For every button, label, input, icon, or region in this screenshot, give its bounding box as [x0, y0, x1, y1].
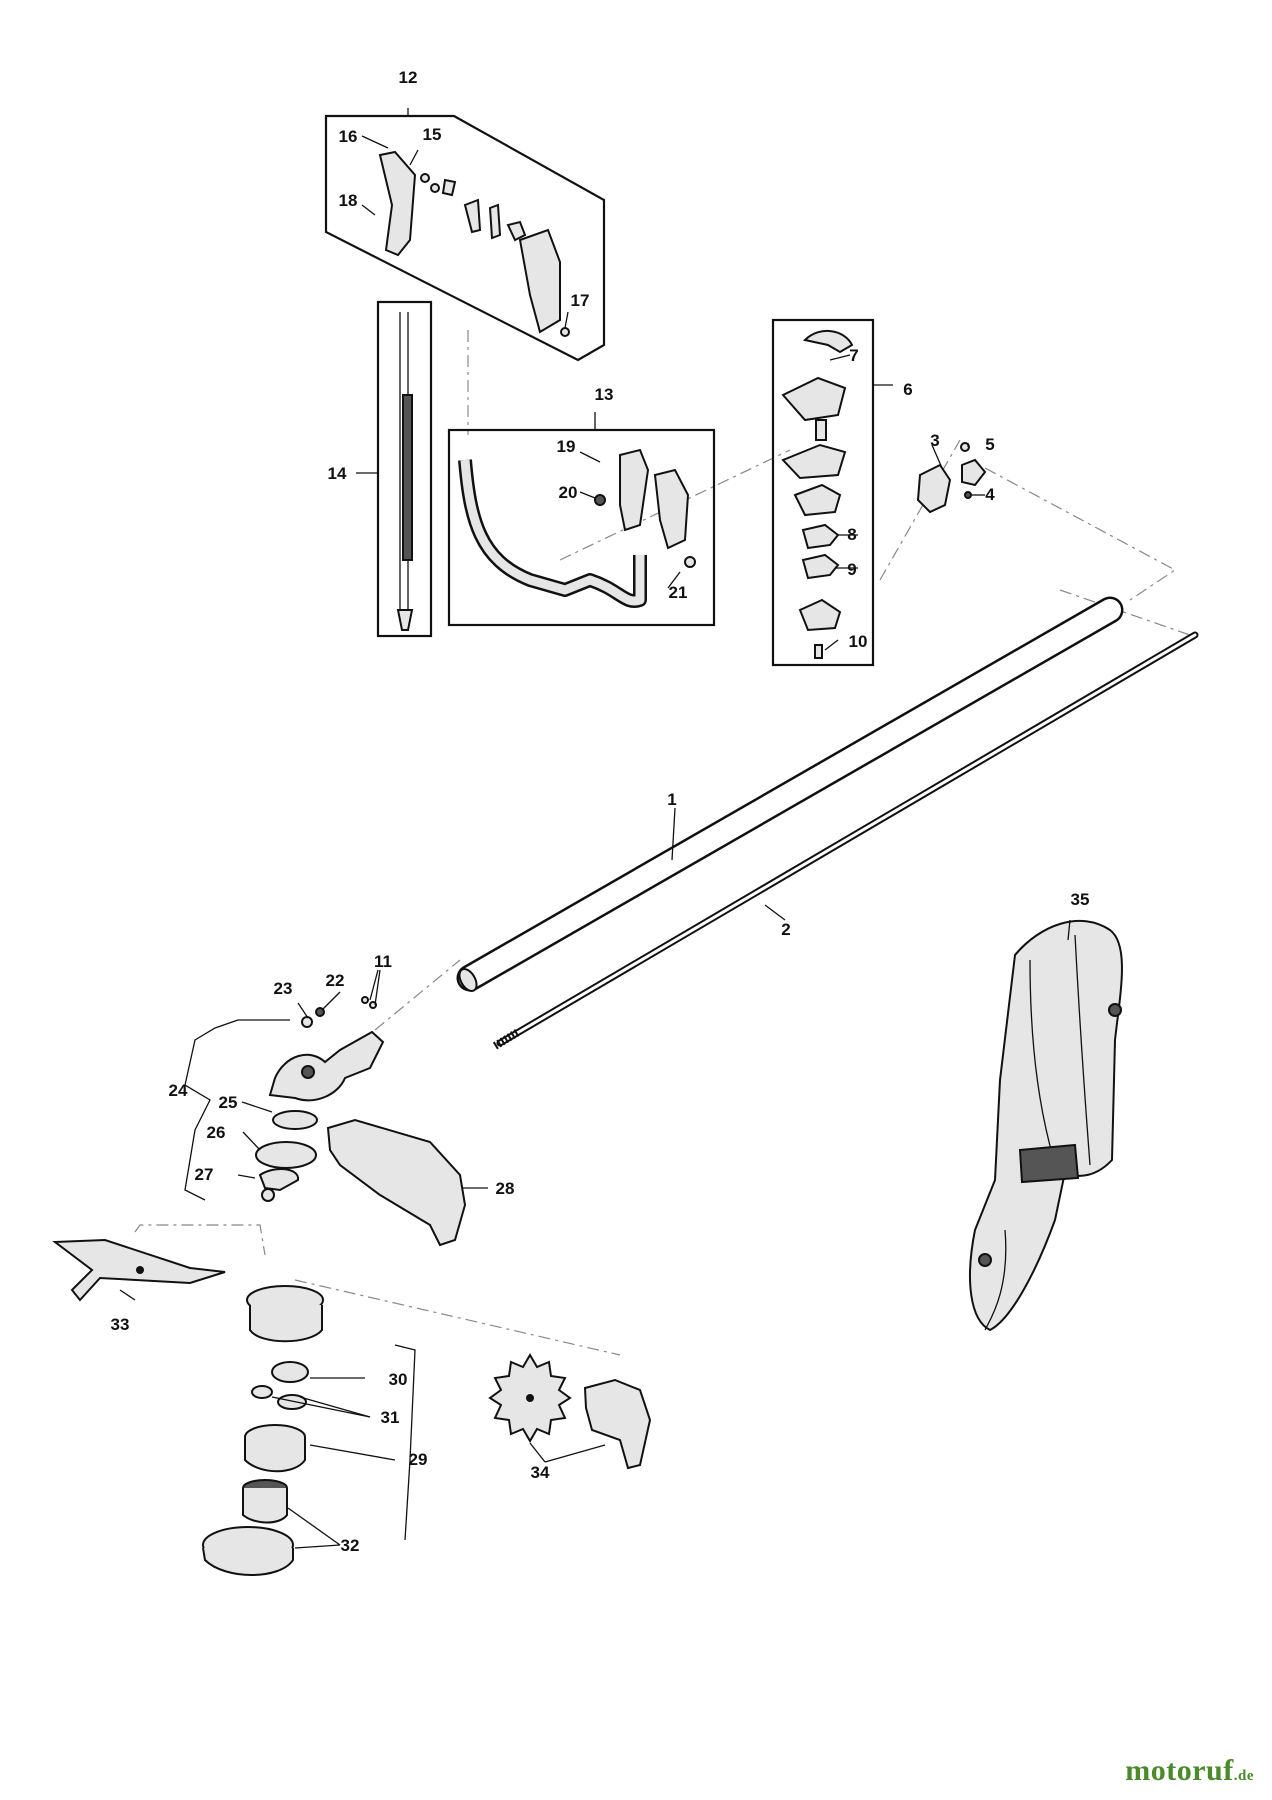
callout-10: 10	[849, 632, 868, 651]
callout-1: 1	[667, 790, 676, 809]
callout-9: 9	[847, 560, 856, 579]
callout-33: 33	[111, 1315, 130, 1334]
callout-27: 27	[195, 1165, 214, 1184]
callout-13: 13	[595, 385, 614, 404]
callout-21: 21	[669, 583, 688, 602]
callout-35: 35	[1071, 890, 1090, 909]
callout-24: 24	[169, 1081, 188, 1100]
callout-14: 14	[328, 464, 347, 483]
kit-14-throttle-cable	[376, 300, 433, 638]
shaft-parts	[456, 596, 1199, 1050]
brand-name: motoruf	[1125, 1754, 1234, 1787]
callout-leader-lines	[119, 108, 1071, 1549]
callout-28: 28	[496, 1179, 515, 1198]
kit-6-handle-clamp	[771, 318, 875, 667]
callout-22: 22	[326, 971, 345, 990]
callout-labels: 12 16 15 18 17 14 13 19 20 21 6 7 8 9 10…	[111, 68, 1090, 1555]
callout-29: 29	[409, 1450, 428, 1469]
kit-12-handle	[324, 114, 606, 362]
callout-18: 18	[339, 191, 358, 210]
callout-4: 4	[985, 485, 995, 504]
callout-26: 26	[207, 1123, 226, 1142]
callout-6: 6	[903, 380, 912, 399]
saw-blade-34	[488, 1353, 652, 1470]
callout-12: 12	[399, 68, 418, 87]
callout-15: 15	[423, 125, 442, 144]
callout-20: 20	[559, 483, 578, 502]
callout-31: 31	[381, 1408, 400, 1427]
clamp-3	[916, 442, 987, 514]
callout-32: 32	[341, 1536, 360, 1555]
callout-30: 30	[389, 1370, 408, 1389]
callout-11: 11	[374, 952, 392, 971]
callout-23: 23	[274, 979, 293, 998]
callout-5: 5	[985, 435, 994, 454]
harness-35	[969, 920, 1123, 1332]
callout-3: 3	[930, 431, 939, 450]
callout-19: 19	[557, 437, 576, 456]
trimmer-head-29	[202, 1285, 324, 1576]
brand-watermark: motoruf.de	[1125, 1754, 1254, 1788]
gear-head-assembly	[255, 996, 467, 1247]
callout-16: 16	[339, 127, 358, 146]
callout-17: 17	[571, 291, 590, 310]
callout-25: 25	[219, 1093, 238, 1112]
brand-tld: .de	[1233, 1768, 1254, 1784]
callout-7: 7	[849, 346, 858, 365]
callout-8: 8	[847, 525, 856, 544]
callout-2: 2	[781, 920, 790, 939]
callout-34: 34	[531, 1463, 550, 1482]
kit-13-loop-handle	[447, 428, 716, 627]
blade-33	[52, 1238, 226, 1302]
